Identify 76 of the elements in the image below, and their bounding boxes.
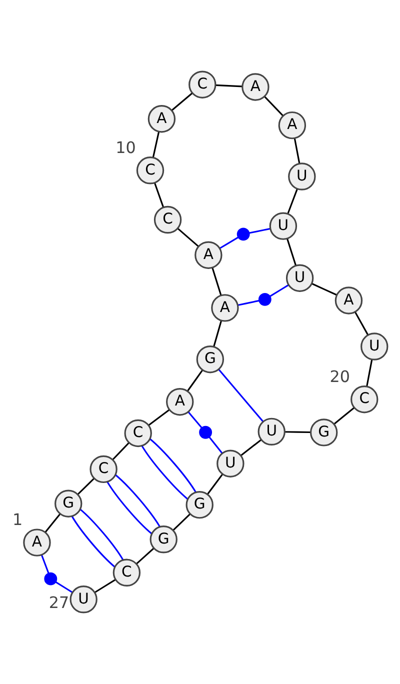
connector [366,360,373,386]
node-circle: G [196,346,224,374]
connector [354,312,369,336]
node-label: 10 [116,138,136,158]
connector [213,320,222,347]
connector [287,188,298,214]
connector [80,508,124,560]
connector [188,411,202,428]
node-circle [44,572,58,586]
connector [208,436,223,454]
connector [114,474,160,527]
node-circle: U [216,450,244,478]
connector [240,439,262,456]
node-circle: A [23,528,51,556]
connector [284,431,311,434]
node-circle: C [154,206,182,234]
connector [152,132,160,158]
connector [94,579,116,594]
connector [238,300,260,306]
connector [269,284,289,298]
connector [149,438,196,493]
connector [171,92,193,111]
node-circle: C [124,419,152,448]
connector [112,442,130,460]
node-circle: G [150,526,178,554]
node-circle: U [288,162,316,190]
node-circle: C [350,386,378,414]
node-circle: G [310,418,338,446]
node-circle [199,426,212,439]
connector [312,283,337,296]
node-circle: U [269,212,298,240]
node-circle: A [334,286,363,314]
node-label: 20 [330,367,350,386]
connector [264,96,284,116]
node-circle: A [194,241,222,269]
connector [148,409,170,426]
connector [177,228,199,247]
node-circle: C [136,156,164,184]
connector [172,513,191,531]
connector [136,548,154,564]
connector [212,268,222,296]
connector [286,238,297,266]
connector [249,228,271,234]
node-circle [236,228,250,241]
connector [106,481,152,534]
node-circle [258,292,272,306]
connector [186,370,204,392]
connector [334,407,355,424]
connector [71,516,116,568]
connector [216,84,242,88]
node-circle: U [286,264,314,292]
connector [219,236,239,249]
connector [77,478,95,495]
connector [40,554,50,574]
node-circle: A [148,105,176,133]
connector [55,581,72,593]
node-circle: A [278,111,306,140]
connector [44,514,60,533]
node-circle: G [186,490,214,519]
connector [206,474,223,495]
node-circle: U [70,586,98,614]
node-circle: C [90,455,118,484]
node-label: 1 [12,510,23,530]
node-circle: C [188,70,216,98]
connector [154,182,164,208]
node-circle: U [258,418,286,446]
node-circle: G [54,490,82,518]
node-circle: A [166,388,194,416]
node-circle: C [112,558,141,587]
connector [141,445,188,500]
node-circle: A [211,294,239,322]
node-label: 27 [48,593,70,612]
connector [294,138,300,164]
node-circle: U [360,332,388,360]
node-circle: A [242,73,270,101]
connector [218,368,264,422]
